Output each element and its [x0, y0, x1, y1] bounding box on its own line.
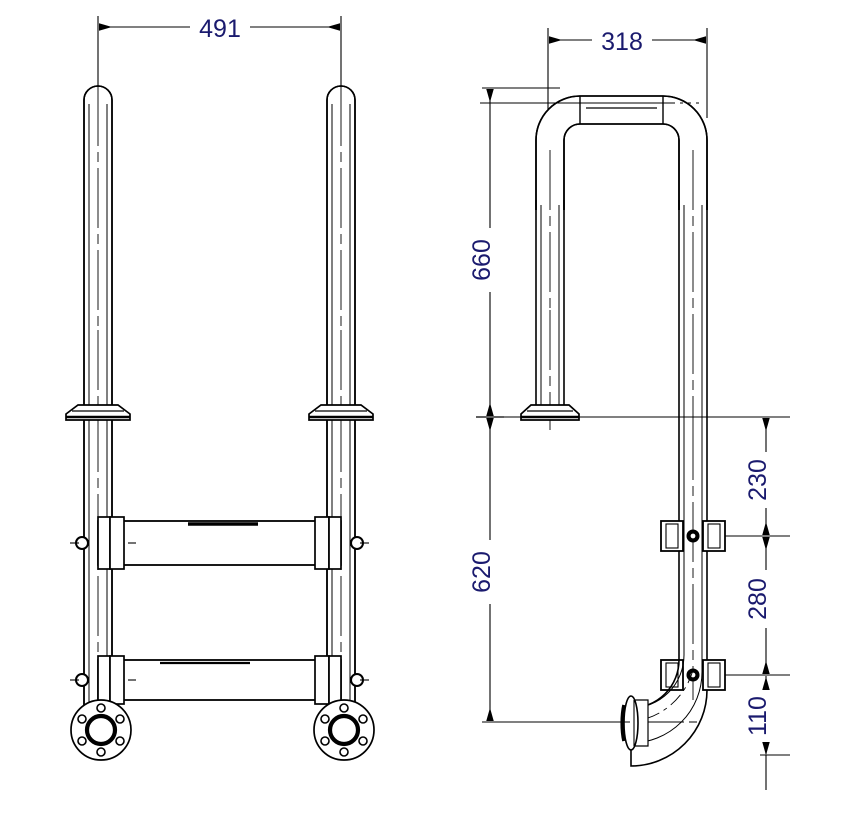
side-escutcheon-plate [490, 404, 770, 421]
dimension-label-230: 230 [744, 459, 772, 501]
side-right-leg [678, 150, 708, 700]
lower-step-rung [70, 655, 369, 705]
bottom-wall-flange [620, 695, 649, 751]
right-base-flange [313, 699, 375, 761]
dimension-label-620: 620 [468, 551, 496, 593]
dimension-660-620 [476, 87, 630, 723]
left-base-flange [70, 699, 132, 761]
upper-step-rung [70, 516, 369, 570]
dimension-318 [547, 28, 708, 118]
u-bend-top [480, 95, 708, 210]
dimension-491 [97, 16, 342, 96]
dimension-label-280: 280 [744, 578, 772, 620]
dimension-label-110: 110 [744, 696, 772, 736]
right-escutcheon-plate [308, 404, 374, 421]
upper-step-clamp [660, 520, 770, 552]
side-left-leg [535, 150, 565, 430]
lower-step-clamp [660, 659, 770, 691]
dimension-label-318: 318 [601, 28, 643, 56]
dimension-230-280-110 [760, 416, 790, 790]
left-escutcheon-plate [65, 404, 131, 421]
dimension-label-491: 491 [199, 15, 241, 43]
dimension-label-660: 660 [468, 239, 496, 281]
